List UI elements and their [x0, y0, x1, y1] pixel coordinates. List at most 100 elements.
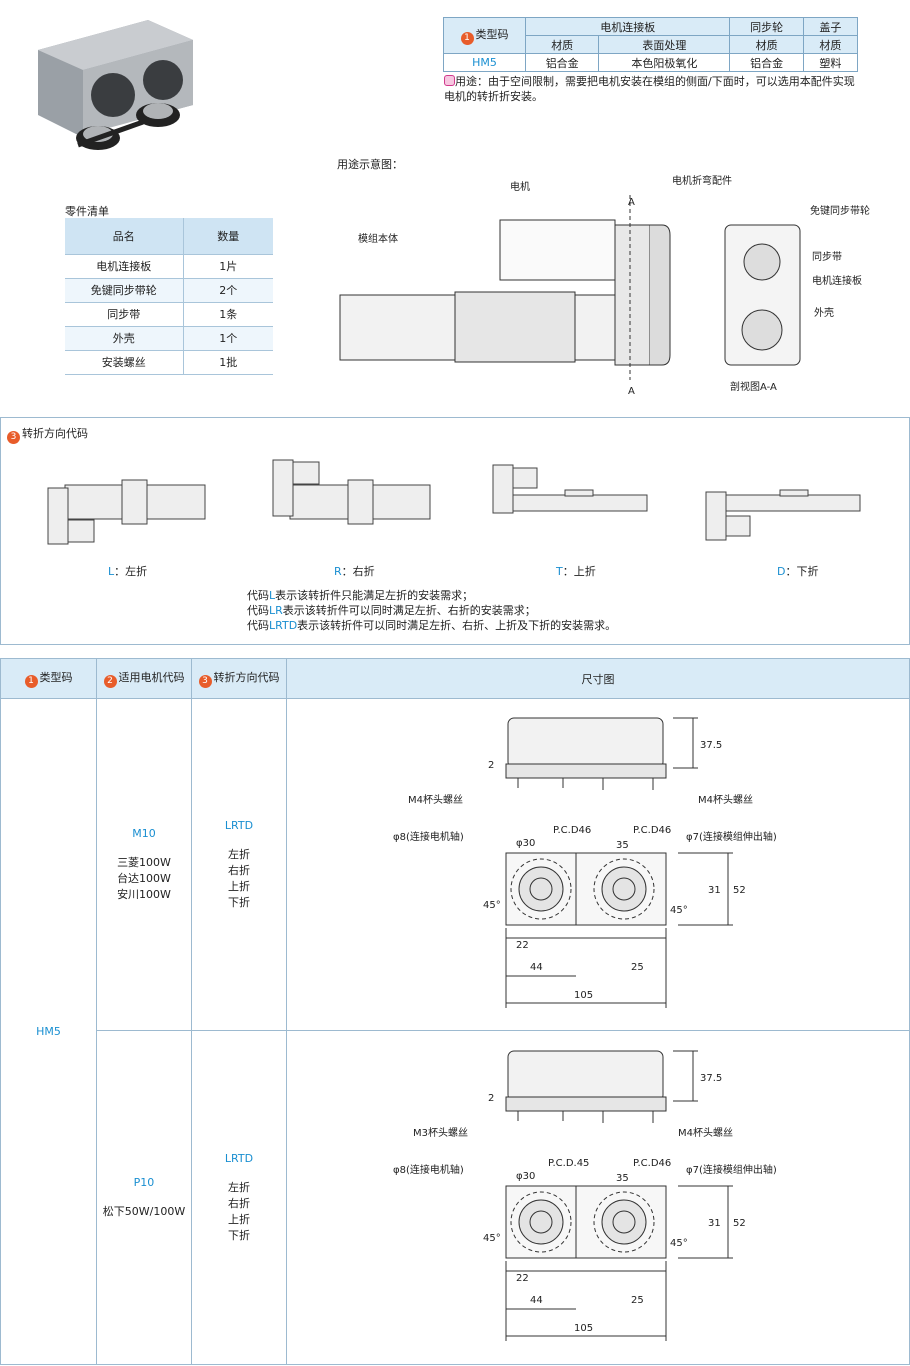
usage-note: 用途：由于空间限制，需要把电机安装在模组的侧面/下面时，可以选用本配件实现电机的…: [444, 75, 855, 103]
badge-2: 2: [103, 675, 117, 688]
parts-qty: 1批: [183, 350, 273, 375]
parts-name: 外壳: [65, 326, 184, 351]
dim-52: 52: [733, 1218, 746, 1229]
dim-31: 31: [708, 885, 721, 896]
screw-left-label: M4杯头螺丝: [408, 793, 463, 806]
parts-header-name: 品名: [65, 218, 184, 255]
parts-qty: 2个: [183, 278, 273, 303]
dir-cell: LRTD 左折 右折 上折 下折: [191, 1030, 287, 1365]
section-mark-top: A: [628, 197, 635, 208]
drawing-cell-2: M3杯头螺丝 M4杯头螺丝 37.5 2 φ8(连接电机轴) φ7(连接模组伸出…: [286, 1030, 910, 1365]
spec-val-4: 塑料: [802, 53, 859, 72]
parts-qty: 1片: [183, 254, 273, 279]
spec-sub-1: 材质: [524, 35, 600, 54]
label-module-body: 模组本体: [358, 232, 398, 245]
pcd-left: P.C.D46: [553, 825, 591, 836]
dim-angle-right: 45°: [670, 1238, 688, 1249]
dim-22: 22: [516, 1273, 529, 1284]
label-belt: 同步带: [812, 251, 842, 263]
dim-h2: 2: [488, 1093, 494, 1104]
label-motor: 电机: [510, 180, 530, 193]
usage-diagram: 电机 电机折弯配件 模组本体 免键同步带轮 同步带 电机连接板 外壳 A A 剖…: [339, 174, 870, 397]
shaft-left-label: φ8(连接电机轴): [393, 1163, 464, 1176]
dim-angle-left: 45°: [483, 1233, 501, 1244]
note-line: 代码L表示该转折件只能满足左折的安装需求；: [247, 589, 474, 602]
label-bend-part: 电机折弯配件: [672, 174, 732, 187]
motor-name: 安川100W: [117, 888, 171, 901]
main-header-drawing: 尺寸图: [286, 658, 910, 699]
screw-right-label: M4杯头螺丝: [698, 793, 753, 806]
spec-val-3: 铝合金: [729, 53, 804, 72]
dim-35: 35: [616, 1173, 629, 1184]
pcd-right: P.C.D46: [633, 1158, 671, 1169]
usage-title: 用途示意图：: [337, 158, 403, 171]
spec-sub-3: 材质: [729, 35, 804, 54]
dim-52: 52: [733, 885, 746, 896]
parts-name: 免键同步带轮: [65, 278, 184, 303]
motor-name: 松下50W/100W: [102, 1205, 186, 1218]
drawing-cell-1: M4杯头螺丝 M4杯头螺丝 37.5 2 φ8(连接电机轴) φ7(连接模组伸出…: [286, 698, 910, 1031]
screw-right-label: M4杯头螺丝: [678, 1126, 733, 1139]
dim-35: 35: [616, 840, 629, 851]
spec-sub-2: 表面处理: [598, 35, 731, 54]
dir-code: LRTD: [224, 819, 254, 832]
label-pulley: 免键同步带轮: [810, 204, 870, 217]
dir-name: 右折: [228, 864, 250, 877]
dim-h2: 2: [488, 760, 494, 771]
dim-angle-right: 45°: [670, 905, 688, 916]
dir-label-l: L：左折: [108, 565, 148, 578]
parts-header-qty: 数量: [183, 218, 273, 255]
parts-qty: 1个: [183, 326, 273, 351]
dir-name: 下折: [228, 896, 250, 909]
main-type-code: HM5: [0, 698, 97, 1365]
parts-qty: 1条: [183, 302, 273, 327]
dimension-drawing-2: M3杯头螺丝 M4杯头螺丝 37.5 2 φ8(连接电机轴) φ7(连接模组伸出…: [393, 1050, 777, 1341]
direction-diagrams: [47, 459, 861, 545]
motor-code: P10: [133, 1176, 155, 1189]
dir-name: 左折: [228, 1181, 250, 1194]
motor-name: 三菱100W: [117, 856, 171, 869]
motor-cell: P10 松下50W/100W: [96, 1030, 192, 1365]
dim-105: 105: [574, 1323, 593, 1334]
badge-1: 1: [460, 32, 474, 45]
dimension-drawing-1: M4杯头螺丝 M4杯头螺丝 37.5 2 φ8(连接电机轴) φ7(连接模组伸出…: [393, 717, 777, 1008]
dim-25: 25: [631, 962, 644, 973]
note-line: 代码LR表示该转折件可以同时满足左折、右折的安装需求；: [247, 604, 536, 617]
dir-name: 上折: [228, 880, 250, 893]
parts-name: 同步带: [65, 302, 184, 327]
parts-name: 电机连接板: [65, 254, 184, 279]
shaft-right-label: φ7(连接模组伸出轴): [686, 1163, 777, 1176]
motor-name: 台达100W: [117, 872, 171, 885]
spec-group-3: 盖子: [802, 17, 859, 36]
usage-icon: [444, 75, 455, 86]
parts-name: 安装螺丝: [65, 350, 184, 375]
dim-31: 31: [708, 1218, 721, 1229]
badge-1: 1: [24, 675, 38, 688]
spec-code: HM5: [443, 53, 526, 72]
spec-sub-4: 材质: [802, 35, 859, 54]
dim-h1: 37.5: [700, 740, 722, 751]
dir-label-t: T：上折: [556, 565, 596, 578]
note-line: 代码LRTD表示该转折件可以同时满足左折、右折、上折及下折的安装需求。: [247, 619, 617, 632]
section-caption: 剖视图A-A: [730, 380, 777, 393]
motor-cell: M10 三菱100W 台达100W 安川100W: [96, 698, 192, 1031]
dia-label: φ30: [516, 838, 535, 849]
dim-44: 44: [530, 1295, 543, 1306]
shaft-right-label: φ7(连接模组伸出轴): [686, 830, 777, 843]
dir-name: 左折: [228, 848, 250, 861]
dir-cell: LRTD 左折 右折 上折 下折: [191, 698, 287, 1031]
parts-title: 零件清单: [65, 205, 109, 218]
direction-notes: 代码L表示该转折件只能满足左折的安装需求； 代码LR表示该转折件可以同时满足左折…: [247, 588, 616, 633]
dia-label: φ30: [516, 1171, 535, 1182]
dir-name: 下折: [228, 1229, 250, 1242]
dim-h1: 37.5: [700, 1073, 722, 1084]
spec-val-1: 铝合金: [524, 53, 600, 72]
dim-105: 105: [574, 990, 593, 1001]
